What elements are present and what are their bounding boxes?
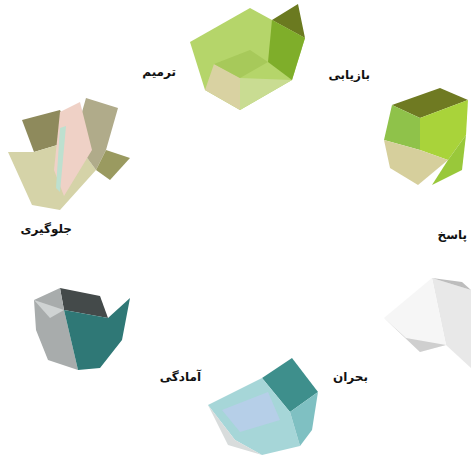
- stage-label: جلوگیری: [21, 222, 72, 236]
- stage-label: پاسخ: [438, 228, 467, 242]
- arrow-bottom: [208, 358, 318, 455]
- arrow-top: [190, 4, 305, 110]
- arrow-left-lower: [34, 288, 130, 370]
- stage-label: بازیابی: [328, 68, 370, 82]
- stage-label: آمادگی: [160, 370, 201, 384]
- stage-label: ترمیم: [142, 65, 176, 79]
- stage-label: بحران: [333, 370, 368, 384]
- arrow-right-upper: [384, 88, 468, 185]
- arrow-left-upper: [8, 98, 130, 210]
- arrow-right-lower: [384, 278, 471, 368]
